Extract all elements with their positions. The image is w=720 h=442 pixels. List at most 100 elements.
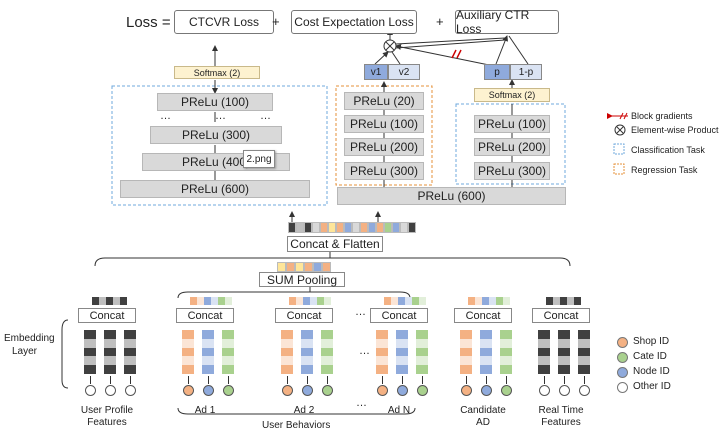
embedding-column xyxy=(301,330,313,374)
classification-task-box-right xyxy=(455,103,566,185)
embedding-column xyxy=(222,330,234,374)
embedding-cell xyxy=(480,356,492,366)
arrow-line xyxy=(402,376,403,384)
embedding-cell xyxy=(310,297,317,305)
embedding-cell xyxy=(396,356,408,366)
embedding-cell xyxy=(124,338,136,348)
left-prelu-300: PReLu (300) xyxy=(150,126,282,144)
embedding-cell xyxy=(182,347,194,357)
concat-box: Concat xyxy=(454,308,512,323)
embedding-cell xyxy=(303,297,310,305)
embedding-cell xyxy=(500,365,512,374)
legend-block-gradients: Block gradients xyxy=(631,111,693,121)
arrow-line xyxy=(327,376,328,384)
embedding-column xyxy=(396,330,408,374)
embedding-cell xyxy=(124,330,136,339)
embedding-cell xyxy=(503,297,510,305)
embedding-cell xyxy=(558,347,570,357)
embedding-cell xyxy=(460,347,472,357)
embedding-cell xyxy=(558,338,570,348)
embedding-cell xyxy=(304,222,312,233)
id-circle xyxy=(397,385,408,396)
embedding-column xyxy=(416,330,428,374)
embedding-cell xyxy=(321,365,333,374)
embedding-cell xyxy=(500,338,512,348)
left-ellipsis-3: … xyxy=(260,110,271,122)
right-softmax: Softmax (2) xyxy=(474,88,550,102)
embedding-cell xyxy=(560,297,567,305)
group-label: Ad 2 xyxy=(293,405,315,416)
embedding-column xyxy=(376,330,388,374)
id-circle xyxy=(105,385,116,396)
id-circle xyxy=(461,385,472,396)
arrow-line xyxy=(110,376,111,384)
embedding-cell xyxy=(398,297,405,305)
arrow-line xyxy=(287,376,288,384)
embedding-cell xyxy=(222,356,234,366)
embedding-cell xyxy=(578,338,590,348)
embedding-cell xyxy=(468,297,475,305)
id-circle xyxy=(481,385,492,396)
embedding-cell xyxy=(360,222,368,233)
legend-id-label: Other ID xyxy=(633,381,671,392)
id-circle xyxy=(203,385,214,396)
group-label: Ad 1 xyxy=(194,405,216,416)
embedding-cell xyxy=(416,347,428,357)
embedding-column xyxy=(84,330,96,374)
middle-prelu-200: PReLu (200) xyxy=(344,138,424,156)
id-circle xyxy=(183,385,194,396)
embedding-cell xyxy=(396,330,408,339)
embedding-column xyxy=(321,330,333,374)
embedding-cell xyxy=(281,365,293,374)
id-circle xyxy=(85,385,96,396)
embedding-cell xyxy=(416,365,428,374)
embedding-cell xyxy=(384,222,392,233)
embedding-cell xyxy=(281,338,293,348)
arrow-line xyxy=(130,376,131,384)
embedding-cell xyxy=(92,297,99,305)
left-ellipsis-2: … xyxy=(215,110,226,122)
embedding-cell xyxy=(289,297,296,305)
embedding-cell xyxy=(321,330,333,339)
embedding-cell xyxy=(120,297,127,305)
embedding-cell xyxy=(222,330,234,339)
embedding-cell xyxy=(368,222,376,233)
classification-task-box xyxy=(111,85,328,206)
embedding-cell xyxy=(328,222,336,233)
embedding-cell xyxy=(412,297,419,305)
id-circle xyxy=(302,385,313,396)
cost-expectation-loss-box: Cost Expectation Loss xyxy=(291,10,417,34)
embedding-cell xyxy=(396,338,408,348)
embedding-cell xyxy=(538,347,550,357)
id-circle xyxy=(501,385,512,396)
user-behaviors-label: User Behaviors xyxy=(262,420,331,431)
right-prelu-200: PReLu (200) xyxy=(474,138,550,156)
loss-label: Loss = xyxy=(126,14,171,31)
embedding-cell xyxy=(578,347,590,357)
embedding-cell xyxy=(277,262,286,272)
middle-prelu-100: PReLu (100) xyxy=(344,115,424,133)
id-circle xyxy=(417,385,428,396)
embedding-cell xyxy=(578,330,590,339)
embedding-cell xyxy=(480,347,492,357)
output-p: p xyxy=(484,64,510,80)
embedding-label-line2: Layer xyxy=(12,346,38,357)
embedding-cell xyxy=(324,297,331,305)
output-v1: v1 xyxy=(364,64,388,80)
embedding-cell xyxy=(304,262,313,272)
embedding-cell xyxy=(84,356,96,366)
concat-box: Concat xyxy=(78,308,136,323)
ctcvr-loss-box: CTCVR Loss xyxy=(174,10,274,34)
embedding-cell xyxy=(396,347,408,357)
legend-id-dot xyxy=(617,367,628,378)
group-embedding-strip xyxy=(546,297,581,305)
legend-element-wise-product: Element-wise Product xyxy=(631,125,719,135)
embedding-cell xyxy=(301,338,313,348)
output-1-minus-p: 1-p xyxy=(510,64,542,80)
left-prelu-600: PReLu (600) xyxy=(120,180,310,198)
embedding-cell xyxy=(460,365,472,374)
group-label: Ad N xyxy=(387,405,411,416)
legend-classification-task: Classification Task xyxy=(631,145,705,155)
embedding-cell xyxy=(84,330,96,339)
